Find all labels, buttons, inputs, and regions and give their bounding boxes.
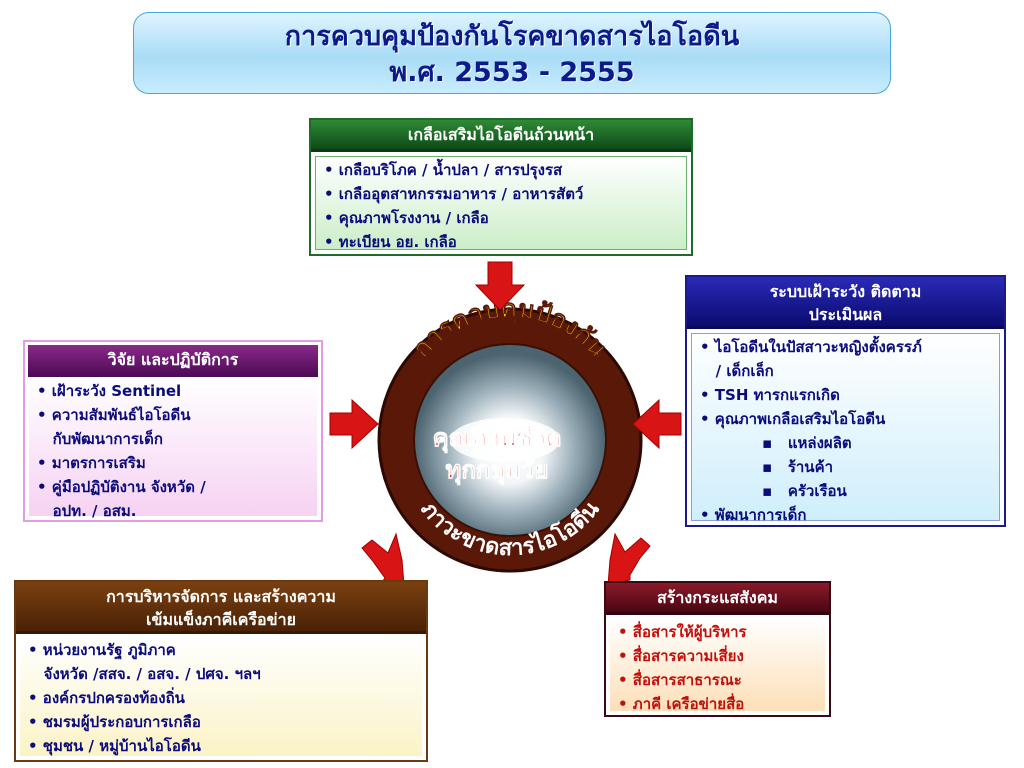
center-line1: คุณภาพชีวิต [433, 424, 562, 454]
arrow-left-icon [632, 398, 682, 450]
list-item: • สื่อสารสาธารณะ [618, 671, 742, 689]
box-social-campaign: สร้างกระแสสังคม • สื่อสารให้ผู้บริหาร • … [604, 581, 831, 717]
center-circle [377, 307, 643, 573]
list-item: • สื่อสารความเสี่ยง [618, 647, 744, 665]
list-item: • ไอโอดีนในปัสสาวะหญิงตั้งครรภ์ [700, 338, 922, 356]
list-item: • ความสัมพันธ์ไอโอดีน [37, 406, 191, 424]
list-item: • คุณภาพเกลือเสริมไอโอดีน [700, 410, 886, 428]
list-item: • คุณภาพโรงงาน / เกลือ [324, 209, 489, 227]
box-research-header: วิจัย และปฏิบัติการ [28, 345, 318, 377]
list-item: • เกลือบริโภค / น้ำปลา / สารปรุงรส [324, 161, 563, 179]
box-research: วิจัย และปฏิบัติการ • เฝ้าระวัง Sentinel… [23, 340, 323, 522]
list-item: อปท. / อสม. [37, 502, 137, 520]
header-line: ระบบเฝ้าระวัง ติดตาม [769, 282, 922, 301]
box-research-body: • เฝ้าระวัง Sentinel • ความสัมพันธ์ไอโอด… [29, 378, 317, 520]
arrow-up-right-icon [361, 532, 405, 586]
list-item: • องค์กรปกครองท้องถิ่น [28, 689, 185, 707]
header-line: ประเมินผล [808, 305, 883, 324]
header-line: เข้มแข็งภาคีเครือข่าย [146, 610, 296, 629]
center-line2: ทุกกลุ่มวัย [446, 456, 549, 486]
arrow-down-icon [474, 261, 526, 311]
list-item: • เกลืออุตสาหกรรมอาหาร / อาหารสัตว์ [324, 185, 584, 203]
box-iodized-salt: เกลือเสริมไอโอดีนถ้วนหน้า • เกลือบริโภค … [309, 118, 693, 256]
list-item: • สื่อสารให้ผู้บริหาร [618, 623, 747, 641]
title-line1: การควบคุมป้องกันโรคขาดสารไอโอดีน [284, 21, 740, 52]
list-item: • ทะเบียน อย. เกลือ [324, 233, 457, 251]
box-iodized-salt-header: เกลือเสริมไอโอดีนถ้วนหน้า [311, 120, 691, 152]
title-banner: การควบคุมป้องกันโรคขาดสารไอโอดีน พ.ศ. 25… [133, 12, 891, 94]
list-item: • ชุมชน / หมู่บ้านไอโอดีน [28, 737, 201, 755]
list-item: • TSH ทารกแรกเกิด [700, 386, 840, 404]
box-management-header: การบริหารจัดการ และสร้างความ เข้มแข็งภาค… [16, 582, 426, 634]
title-line2: พ.ศ. 2553 - 2555 [389, 57, 635, 88]
list-item: • ชมรมผู้ประกอบการเกลือ [28, 713, 201, 731]
list-item: • หน่วยงานรัฐ ภูมิภาค [28, 641, 176, 659]
list-item: กับพัฒนาการเด็ก [37, 430, 163, 448]
list-subitem: ▪ ครัวเรือน [762, 482, 847, 500]
box-iodized-salt-body: • เกลือบริโภค / น้ำปลา / สารปรุงรส • เกล… [315, 156, 687, 251]
list-item: • มาตรการเสริม [37, 454, 146, 472]
box-social-campaign-header: สร้างกระแสสังคม [606, 583, 829, 615]
box-surveillance-header: ระบบเฝ้าระวัง ติดตาม ประเมินผล [687, 277, 1004, 329]
header-line: การบริหารจัดการ และสร้างความ [106, 587, 336, 606]
list-item: / เด็กเล็ก [700, 362, 774, 380]
box-management-body: • หน่วยงานรัฐ ภูมิภาค จังหวัด /สสจ. / อส… [20, 638, 422, 756]
list-item: • คู่มือปฏิบัติงาน จังหวัด / [37, 478, 206, 496]
box-surveillance: ระบบเฝ้าระวัง ติดตาม ประเมินผล • ไอโอดีน… [685, 275, 1006, 527]
list-item: • ภาคี เครือข่ายสื่อ [618, 695, 745, 713]
arrow-up-left-icon [607, 532, 651, 586]
list-item: • พัฒนาการเด็ก [700, 506, 807, 524]
arrow-right-icon [329, 398, 379, 450]
box-social-campaign-body: • สื่อสารให้ผู้บริหาร • สื่อสารความเสี่ย… [610, 619, 825, 713]
list-subitem: ▪ ร้านค้า [762, 458, 834, 476]
box-surveillance-body: • ไอโอดีนในปัสสาวะหญิงตั้งครรภ์ / เด็กเล… [691, 333, 1000, 524]
list-item: จังหวัด /สสจ. / อสจ. / ปศจ. ฯลฯ [28, 665, 261, 683]
list-item: • เฝ้าระวัง Sentinel [37, 382, 182, 400]
box-management: การบริหารจัดการ และสร้างความ เข้มแข็งภาค… [14, 580, 428, 762]
list-subitem: ▪ แหล่งผลิต [762, 434, 852, 452]
